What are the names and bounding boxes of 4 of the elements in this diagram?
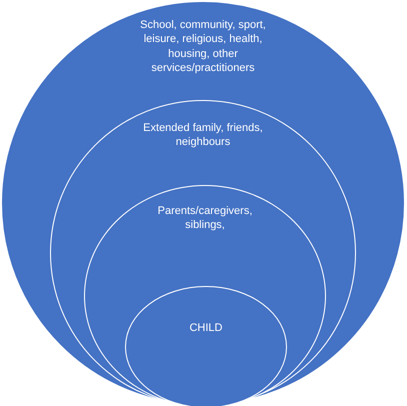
ring-label: School, community, sport, leisure, religious, health, housing, other services/practitioners	[139, 18, 267, 76]
ring-label: Extended family, friends, neighbours	[142, 121, 264, 150]
ring-label: Parents/caregivers, siblings,	[156, 204, 254, 233]
ring-label: CHILD	[188, 321, 224, 336]
